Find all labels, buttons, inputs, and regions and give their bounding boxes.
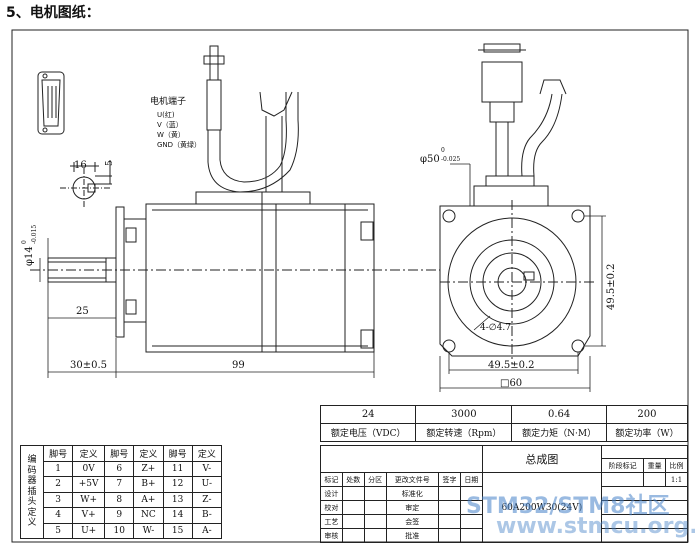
pin-header: 定义 xyxy=(72,445,106,462)
shaft-dia-dim: φ14 xyxy=(24,246,35,266)
shaft-end-view xyxy=(60,160,112,208)
terminal-w: W（黄） xyxy=(157,130,185,139)
table-row: 设计 标准化 xyxy=(320,486,689,501)
title-block: 总成图 阶段标记 重量 比例 标记 处数 分区 更改文件号 签字 日期 60A2… xyxy=(320,445,689,543)
drawing-title: 总成图 xyxy=(481,445,602,473)
spec-torque-label: 额定力矩（N·M） xyxy=(511,423,607,442)
table-row: 审核 批准 xyxy=(320,528,689,543)
shaft-length-dim: 25 xyxy=(76,306,89,317)
pin-table-side-label: 编码器插头定义 xyxy=(20,445,44,539)
terminal-u: U(红) xyxy=(157,110,175,119)
front-view-dimensions xyxy=(439,163,606,392)
key-height-dim: 5 xyxy=(105,160,115,166)
db15-connector-icon xyxy=(37,71,65,135)
pilot-dia-dim: φ50 xyxy=(420,154,440,165)
model-number: 60A200W30(24V) xyxy=(481,472,602,543)
watermark-line1: STM32/STM8社区 xyxy=(466,494,670,519)
pin-header: 定义 xyxy=(133,445,164,462)
pin-header: 脚号 xyxy=(42,445,74,462)
shaft-tol-upper: 0 xyxy=(21,240,28,244)
stage-label: 阶段标记 xyxy=(600,458,645,473)
pcd-horizontal-dim: 49.5±0.2 xyxy=(488,360,535,371)
table-row: 24 3000 0.64 200 xyxy=(319,405,689,424)
pcd-vertical-dim: 49.5±0.2 xyxy=(606,263,617,310)
terminal-v: V（蓝） xyxy=(157,120,183,129)
mounting-holes-dim: 4-∅4.7 xyxy=(480,323,511,333)
pilot-tol-lower: -0.025 xyxy=(441,156,460,163)
key-width-dim: 16 xyxy=(74,160,87,171)
spec-voltage-label: 额定电压（VDC） xyxy=(319,423,417,442)
body-length-dim: 99 xyxy=(232,360,245,371)
shaft-tol-lower: -0.015 xyxy=(31,225,38,244)
spec-power-value: 200 xyxy=(605,405,689,424)
section-heading: 5、电机图纸： xyxy=(6,5,100,21)
pilot-tol-upper: 0 xyxy=(441,147,445,154)
spec-voltage-value: 24 xyxy=(319,405,417,424)
scale-label: 比例 xyxy=(665,458,688,473)
spec-speed-value: 3000 xyxy=(415,405,513,424)
pin-header: 脚号 xyxy=(104,445,135,462)
pin-header: 定义 xyxy=(191,445,223,462)
terminal-gnd: GND（黄绿） xyxy=(157,140,201,149)
motor-side-view xyxy=(30,45,440,353)
frame-size-dim: □60 xyxy=(500,378,522,389)
motor-terminal-title: 电机端子 xyxy=(150,95,186,107)
table-row: 额定电压（VDC） 额定转速（Rpm） 额定力矩（N·M） 额定功率（W） xyxy=(319,423,689,442)
spec-torque-value: 0.64 xyxy=(511,405,607,424)
side-view-dimensions xyxy=(39,238,375,378)
spec-table: 24 3000 0.64 200 额定电压（VDC） 额定转速（Rpm） 额定力… xyxy=(319,405,689,442)
pin-header: 脚号 xyxy=(162,445,193,462)
spec-speed-label: 额定转速（Rpm） xyxy=(415,423,513,442)
scale-value: 1:1 xyxy=(665,472,688,487)
flange-length-dim: 30±0.5 xyxy=(70,360,107,371)
watermark-line2: www.stmcu.org.cn xyxy=(496,514,695,539)
spec-power-label: 额定功率（W） xyxy=(605,423,689,442)
weight-label: 重量 xyxy=(643,458,667,473)
motor-front-view xyxy=(439,43,594,364)
